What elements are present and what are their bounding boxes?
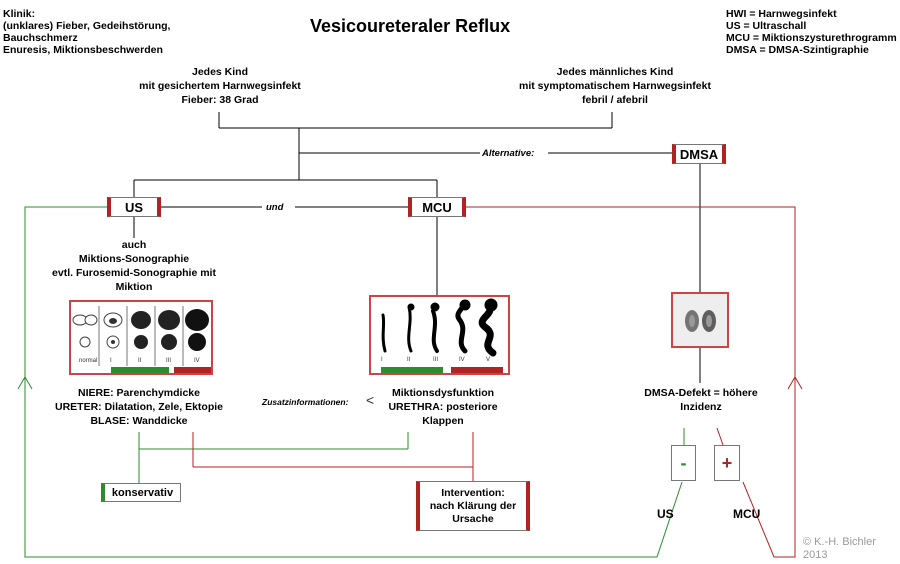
plus-box[interactable]: +	[714, 445, 740, 481]
intervention-line: Ursache	[452, 512, 494, 525]
us-red-bar	[174, 367, 211, 373]
us-finding-line: NIERE: Parenchymdicke	[78, 387, 200, 399]
legend-line: HWI = Harnwegsinfekt	[726, 8, 837, 20]
mcu-grade-label: III	[433, 357, 439, 363]
right-entry-line: Jedes männliches Kind	[556, 66, 674, 78]
legend-line: DMSA = DMSA-Szintigraphie	[726, 44, 869, 56]
copyright: © K.-H. Bichler 2013	[803, 536, 876, 562]
clinic-block: Klinik: (unklares) Fieber, Gedeihstörung…	[3, 8, 170, 56]
minus-box[interactable]: -	[671, 445, 696, 481]
left-entry-line: Fieber: 38 Grad	[181, 94, 259, 106]
mcu-red-bar	[451, 367, 503, 373]
dmsa-scan-panel	[671, 292, 729, 348]
mcu-grade-label: I	[381, 357, 383, 363]
us-grade-label: III	[166, 358, 172, 364]
us-grading-panel: normal I II III IV	[69, 300, 213, 375]
alternative-label: Alternative:	[482, 148, 535, 159]
us-description-line: Miktion	[115, 281, 153, 293]
mcu-grade-label: IV	[459, 357, 465, 363]
mcu-findings: Miktionsdysfunktion URETHRA: posteriore …	[378, 386, 508, 428]
legend-block: HWI = Harnwegsinfekt US = Ultraschall MC…	[726, 8, 897, 56]
us-grade-label: II	[138, 358, 142, 364]
us-findings: NIERE: Parenchymdicke URETER: Dilatation…	[34, 386, 244, 428]
intervention-line: Intervention:	[441, 486, 505, 499]
mcu-grade-label: II	[407, 357, 411, 363]
bottom-us-label: US	[657, 507, 674, 521]
us-description-line: auch	[121, 239, 147, 251]
kidney-ultrasound-grades-image	[72, 306, 209, 366]
dmsa-box[interactable]: DMSA	[672, 144, 726, 164]
mcu-finding-line: URETHRA: posteriore	[388, 401, 498, 413]
dmsa-findings: DMSA-Defekt = höhere Inzidenz	[626, 386, 776, 414]
left-entry-text: Jedes Kind mit gesichertem Harnwegsinfek…	[100, 65, 340, 107]
mcu-green-bar	[381, 367, 443, 373]
clinic-line: Bauchschmerz	[3, 32, 78, 44]
intervention-box[interactable]: Intervention: nach Klärung der Ursache	[416, 481, 530, 531]
clinic-line: Enuresis, Miktionsbeschwerden	[3, 44, 163, 56]
page-title: Vesicoureteraler Reflux	[310, 16, 511, 36]
dmsa-scan-image	[673, 294, 727, 346]
mcu-grading-panel: I II III IV V	[369, 295, 510, 375]
us-grade-label: normal	[79, 358, 98, 364]
us-grade-label: IV	[194, 358, 200, 364]
bottom-mcu-label: MCU	[733, 507, 761, 521]
mcu-box[interactable]: MCU	[408, 197, 466, 217]
intervention-line: nach Klärung der	[429, 499, 517, 512]
right-entry-text: Jedes männliches Kind mit symptomatische…	[490, 65, 740, 107]
us-description-line: Miktions-Sonographie	[78, 253, 190, 265]
copyright-line: © K.-H. Bichler	[803, 536, 876, 548]
legend-line: US = Ultraschall	[726, 20, 807, 32]
reflux-grades-image	[381, 298, 498, 357]
us-box[interactable]: US	[107, 197, 161, 217]
us-grade-label: I	[110, 358, 112, 364]
und-label: und	[266, 202, 284, 213]
zusatz-chevron-icon: <	[366, 392, 375, 408]
us-finding-line: BLASE: Wanddicke	[90, 415, 188, 427]
zusatz-label: Zusatzinformationen:	[262, 397, 349, 407]
right-entry-line: febril / afebril	[582, 94, 648, 106]
dmsa-finding-line: DMSA-Defekt = höhere	[644, 387, 758, 399]
konservativ-box[interactable]: konservativ	[101, 483, 181, 502]
mcu-finding-line: Miktionsdysfunktion	[391, 387, 495, 399]
mcu-grade-label: V	[486, 357, 491, 363]
us-description-line: evtl. Furosemid-Sonographie mit	[52, 267, 216, 279]
clinic-line: Klinik:	[3, 8, 36, 20]
dmsa-finding-line: Inzidenz	[680, 401, 722, 413]
left-entry-line: Jedes Kind	[191, 66, 249, 78]
us-green-bar	[111, 367, 169, 373]
clinic-line: (unklares) Fieber, Gedeihstörung,	[3, 20, 171, 32]
copyright-line: 2013	[803, 549, 828, 561]
mcu-finding-line: Klappen	[422, 415, 464, 427]
left-entry-line: mit gesichertem Harnwegsinfekt	[139, 80, 301, 92]
legend-line: MCU = Miktionszysturethrogramm	[726, 32, 897, 44]
us-description: auch Miktions-Sonographie evtl. Furosemi…	[34, 238, 234, 294]
right-entry-line: mit symptomatischem Harnwegsinfekt	[519, 80, 711, 92]
us-finding-line: URETER: Dilatation, Zele, Ektopie	[54, 401, 224, 413]
